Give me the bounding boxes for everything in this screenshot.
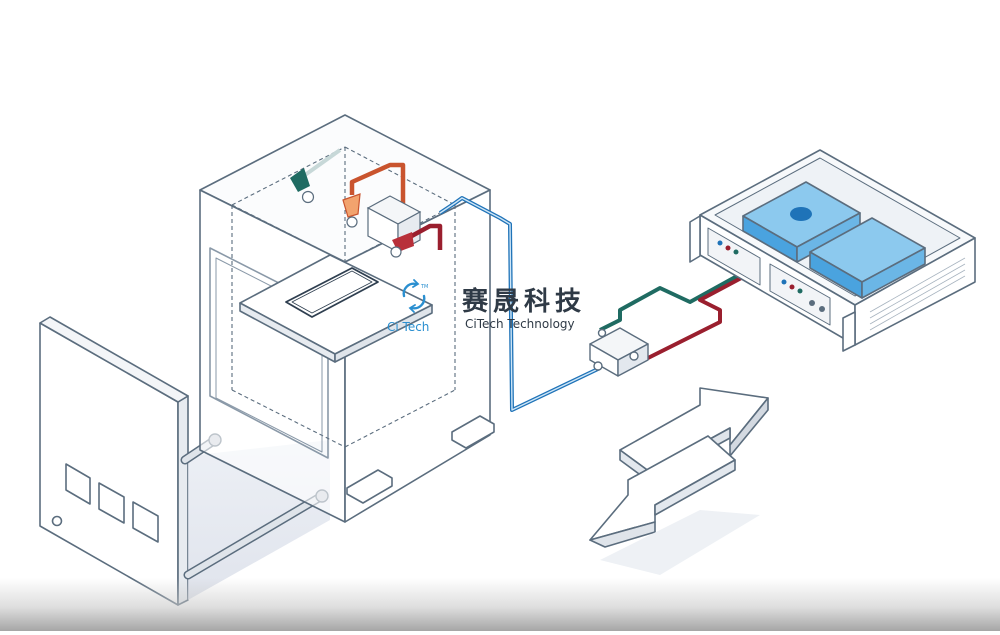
teal-probe (290, 148, 342, 204)
test-chamber (199, 114, 495, 523)
double-arrow-icon (589, 387, 769, 575)
refresh-logo-icon (402, 279, 426, 313)
orange-probe (342, 162, 406, 228)
chamber-door-panel (39, 316, 189, 606)
red-cable (639, 266, 761, 364)
rf-splitter (589, 327, 649, 377)
test-instrument (689, 149, 976, 352)
logo-text: Ci Tech (387, 320, 430, 334)
brand-name-zh: 赛晟科技 (462, 287, 587, 317)
red-probe (390, 223, 443, 258)
brand-name-en: CiTech Technology (465, 317, 575, 331)
logo-trademark: TM (421, 284, 429, 290)
